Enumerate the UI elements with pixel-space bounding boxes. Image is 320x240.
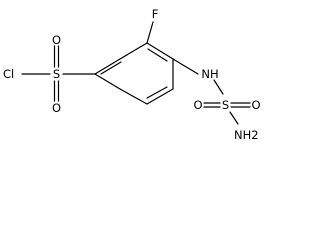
ring-bond-7 xyxy=(94,73,121,90)
ring-bond-5 xyxy=(146,88,174,105)
ring-bond-3-inner xyxy=(147,48,168,62)
atom-chlorine: Cl xyxy=(3,67,14,81)
atom-sulfonyl-sulfur: S xyxy=(53,67,60,81)
atom-amine-nh: NH xyxy=(201,67,218,81)
bond-ring-nh xyxy=(172,58,199,75)
atom-fluorine: F xyxy=(152,7,159,21)
ring-bond-2 xyxy=(119,42,148,60)
atom-sulfamoyl-oxygen-left: O xyxy=(193,98,202,112)
bond-layer xyxy=(21,21,251,125)
chemical-structure-diagram: Cl S O O F NH S O O NH2 xyxy=(3,7,261,142)
ring-bond-6 xyxy=(119,88,148,105)
atom-label-layer: Cl S O O F NH S O O NH2 xyxy=(3,7,261,142)
ring-bond-3 xyxy=(146,42,174,60)
atom-terminal-amine: NH2 xyxy=(234,128,259,142)
atom-sulfamoyl-oxygen-right: O xyxy=(251,98,260,112)
bond-s2-nh2 xyxy=(229,111,239,125)
atom-sulfonyl-oxygen-bottom: O xyxy=(52,101,61,115)
atom-sulfonyl-oxygen-top: O xyxy=(52,33,61,47)
ring-bond-1 xyxy=(94,58,121,75)
bond-ring-f xyxy=(146,21,154,44)
atom-sulfamoyl-sulfur: S xyxy=(222,98,229,112)
bond-nh-s xyxy=(213,79,224,95)
ring-bond-1-inner xyxy=(100,61,122,75)
ring-bond-5-inner xyxy=(146,86,168,99)
